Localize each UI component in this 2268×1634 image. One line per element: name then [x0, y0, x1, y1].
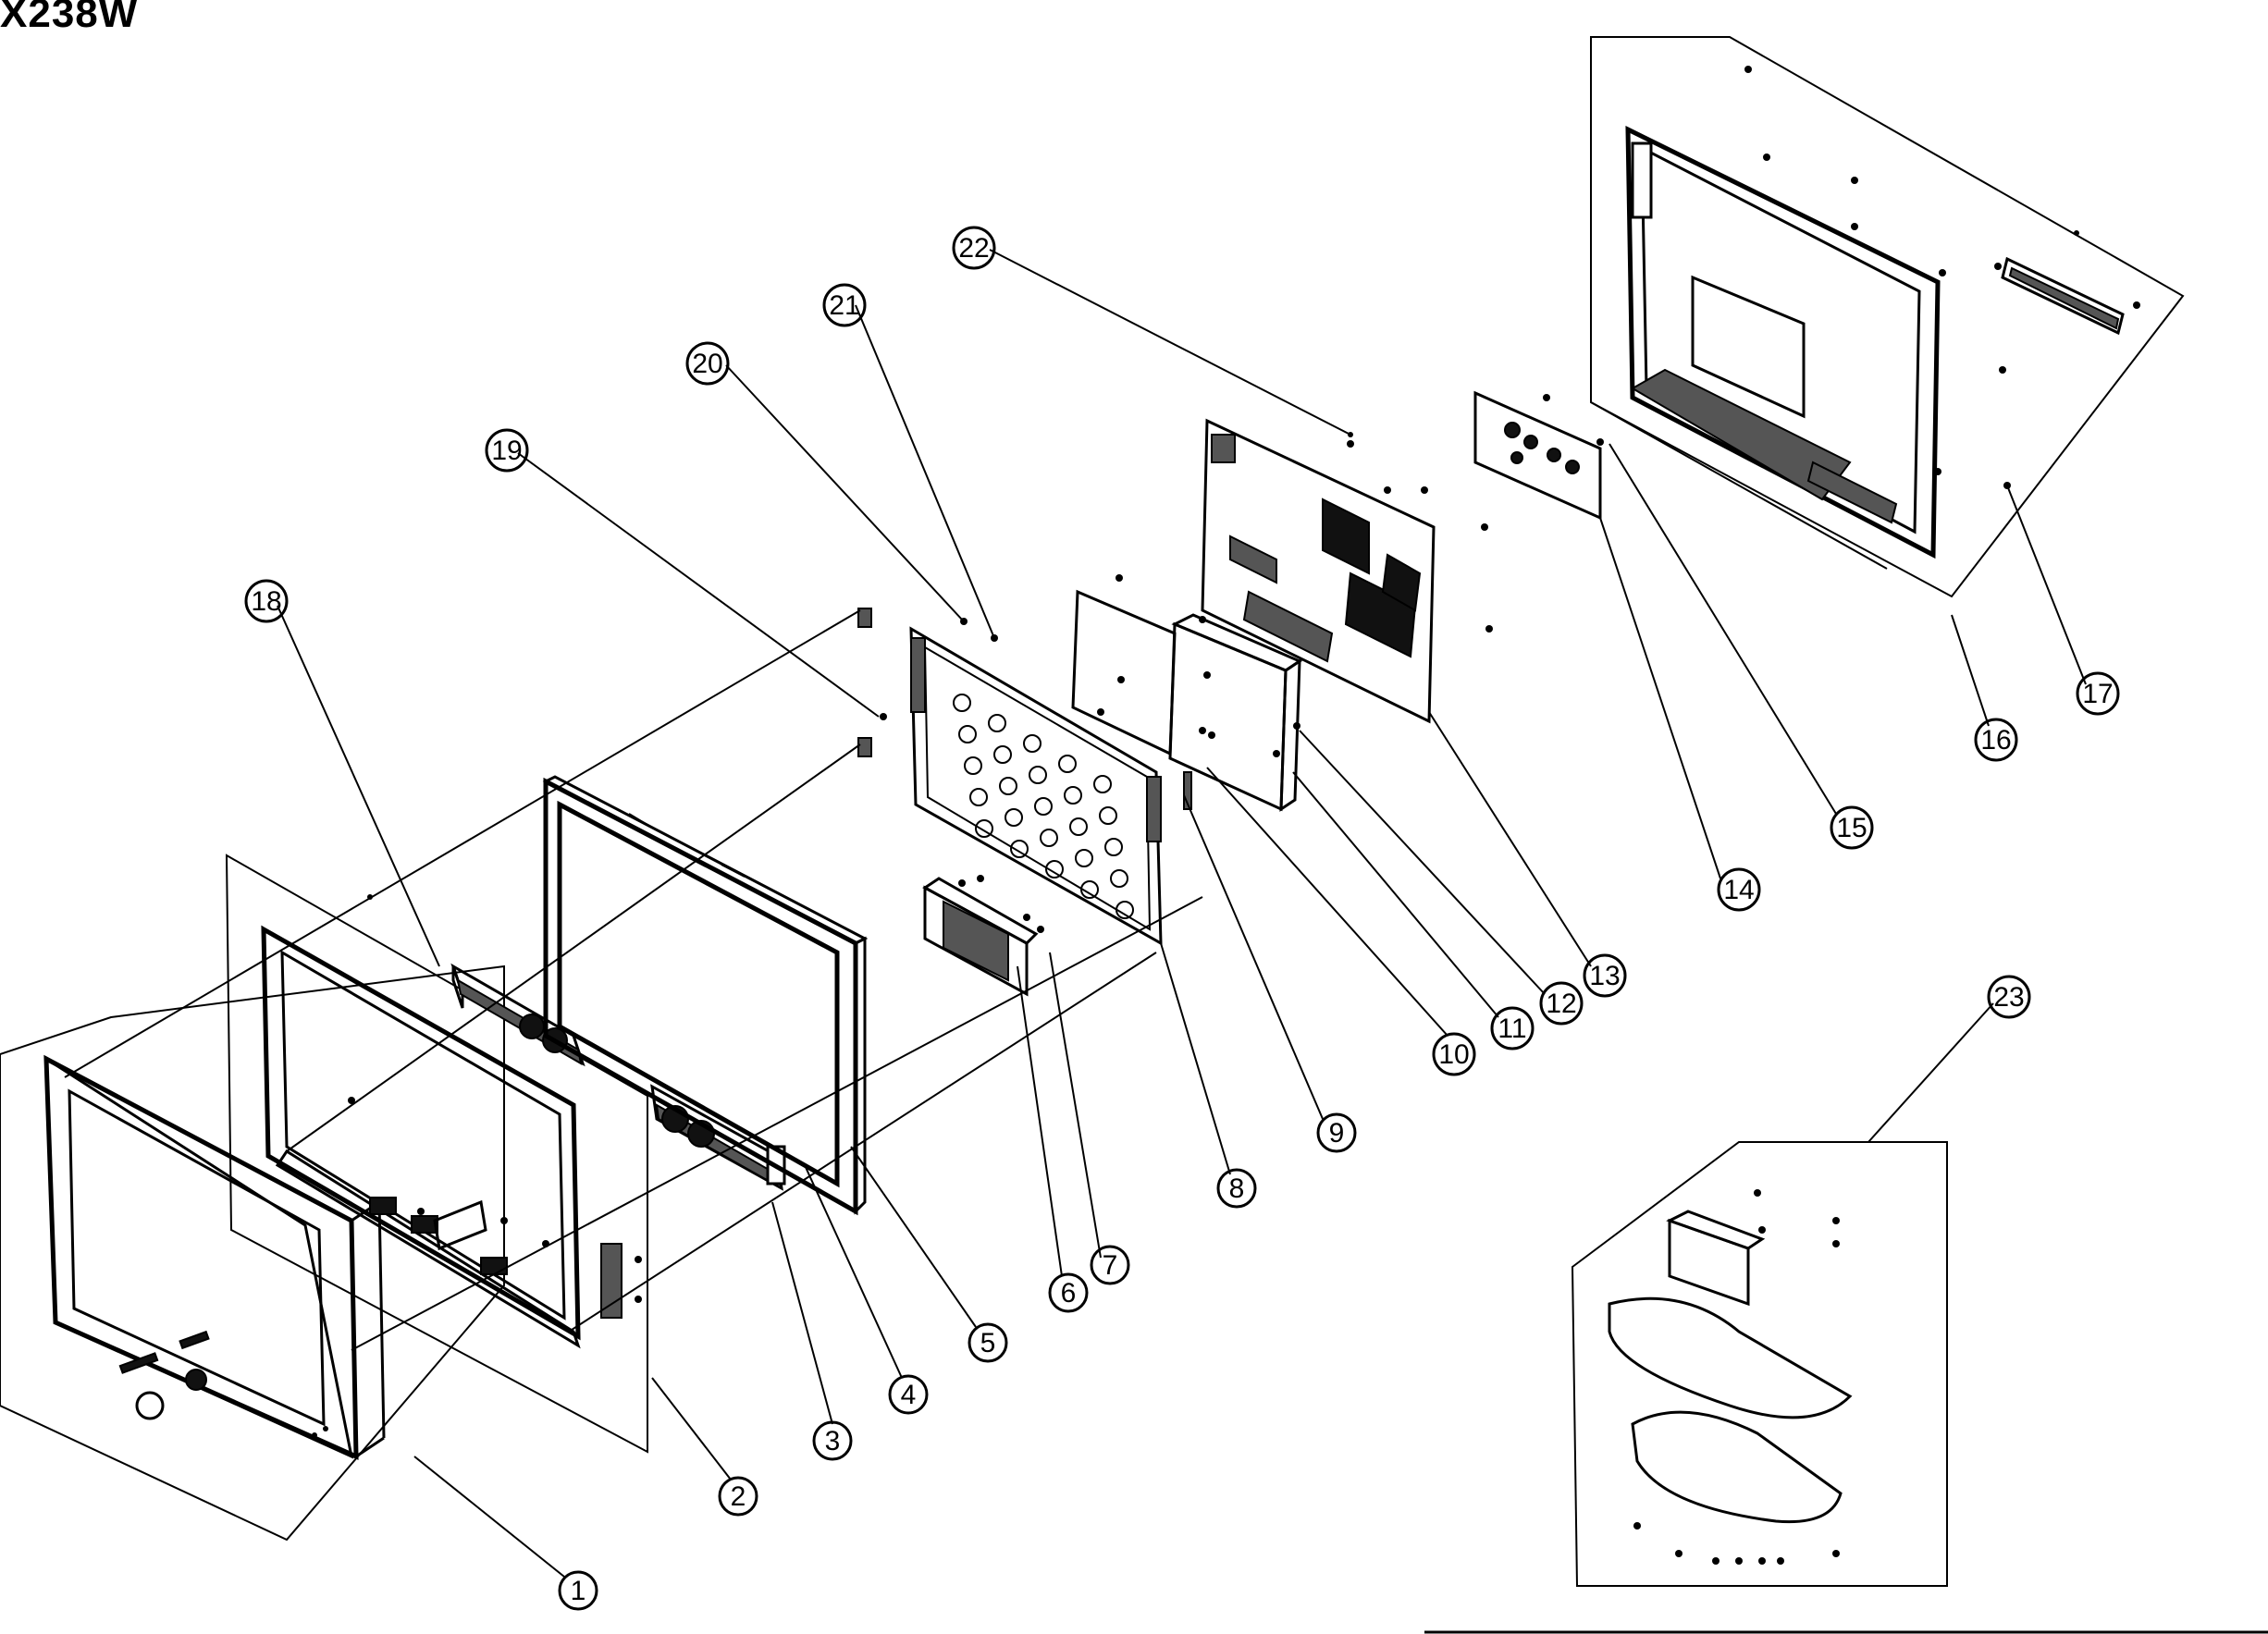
- callout-3: 3: [812, 1420, 853, 1461]
- rear-cover-part: [1590, 36, 2185, 598]
- stand-part: [1571, 1141, 1948, 1587]
- callout-2: 2: [718, 1476, 758, 1517]
- callout-21: 21: [822, 283, 867, 327]
- small-clips-part: [857, 432, 1353, 757]
- callout-15: 15: [1830, 805, 1874, 850]
- callout-label: 12: [1546, 989, 1576, 1019]
- power-board-part: [1071, 574, 1177, 756]
- mid-frame-part: [225, 854, 648, 1454]
- callout-13: 13: [1583, 953, 1627, 998]
- callout-10: 10: [1432, 1032, 1476, 1076]
- shield-hole: [1064, 786, 1082, 805]
- callout-22: 22: [952, 226, 996, 270]
- shield-hole: [975, 819, 993, 838]
- callout-label: 4: [901, 1380, 917, 1410]
- shield-hole: [988, 714, 1006, 732]
- callout-14: 14: [1717, 867, 1761, 912]
- callout-9: 9: [1316, 1112, 1357, 1153]
- callout-17: 17: [2076, 671, 2120, 716]
- leader-lines: [277, 249, 2087, 1578]
- callout-label: 20: [692, 349, 722, 379]
- shield-hole: [958, 725, 977, 743]
- shield-hole: [1075, 849, 1093, 867]
- shield-hole: [1099, 806, 1117, 825]
- main-board-part: [1201, 418, 1493, 724]
- shield-hole: [964, 756, 982, 775]
- callout-16: 16: [1974, 718, 2018, 762]
- callout-label: 16: [1980, 725, 2011, 756]
- shield-hole: [1116, 901, 1134, 919]
- shield-hole: [953, 694, 971, 712]
- shield-hole: [1010, 840, 1029, 858]
- callout-label: 1: [571, 1576, 586, 1606]
- callout-label: 18: [251, 586, 281, 617]
- shield-hole: [1110, 869, 1128, 888]
- callout-label: 11: [1498, 1014, 1526, 1044]
- shield-hole: [1093, 775, 1112, 793]
- shield-hole: [1104, 838, 1123, 856]
- callout-4: 4: [888, 1374, 929, 1415]
- shield-hole: [1005, 808, 1023, 827]
- connector-panel-part: [1473, 390, 1604, 521]
- shield-holes: [953, 694, 1134, 919]
- callout-6: 6: [1048, 1272, 1089, 1313]
- callout-label: 10: [1438, 1039, 1469, 1070]
- callout-label: 2: [731, 1481, 746, 1512]
- shield-hole: [993, 745, 1012, 764]
- callout-label: 8: [1229, 1173, 1245, 1204]
- shield-hole: [1029, 766, 1047, 784]
- callout-8: 8: [1216, 1168, 1257, 1209]
- callout-1: 1: [558, 1570, 598, 1611]
- callout-23: 23: [1987, 975, 2031, 1019]
- callout-label: 22: [958, 233, 989, 264]
- callout-label: 14: [1723, 875, 1754, 905]
- callout-label: 7: [1103, 1250, 1118, 1281]
- callout-label: 19: [491, 436, 522, 466]
- shield-hole: [1034, 797, 1053, 816]
- shield-hole: [1058, 755, 1077, 773]
- front-bezel-part: [0, 964, 505, 1542]
- callout-label: 9: [1329, 1118, 1345, 1149]
- shield-hole: [1069, 817, 1088, 836]
- callout-12: 12: [1539, 981, 1584, 1026]
- callout-5: 5: [968, 1322, 1008, 1363]
- callout-label: 5: [980, 1328, 996, 1358]
- left-speaker-part: [450, 963, 585, 1067]
- shield-hole: [1045, 860, 1064, 878]
- callout-label: 6: [1061, 1278, 1077, 1308]
- shield-hole: [1080, 880, 1099, 899]
- assembly-lines: [64, 401, 1888, 1351]
- callout-label: 17: [2082, 679, 2113, 709]
- shield-hole: [1023, 734, 1042, 753]
- right-speaker-part: [650, 1084, 786, 1191]
- callout-7: 7: [1090, 1245, 1130, 1285]
- diagram-title: X238W: [0, 0, 139, 36]
- shield-hole: [999, 777, 1017, 795]
- callout-18: 18: [244, 579, 289, 623]
- callout-20: 20: [685, 341, 730, 386]
- bracket-part: [922, 875, 1044, 997]
- callout-11: 11: [1490, 1006, 1535, 1050]
- callout-label: 15: [1836, 813, 1867, 843]
- power-cover-part: [1168, 613, 1303, 812]
- handle-part: [1994, 230, 2140, 336]
- callout-19: 19: [485, 428, 529, 473]
- shield-hole: [969, 788, 988, 806]
- callout-label: 23: [1993, 982, 2024, 1013]
- callout-label: 13: [1589, 961, 1620, 991]
- callout-label: 21: [829, 290, 859, 321]
- shield-plate-part: [909, 626, 1163, 946]
- lcd-panel-part: [542, 775, 869, 1216]
- callout-label: 3: [825, 1426, 841, 1456]
- shield-hole: [1040, 829, 1058, 847]
